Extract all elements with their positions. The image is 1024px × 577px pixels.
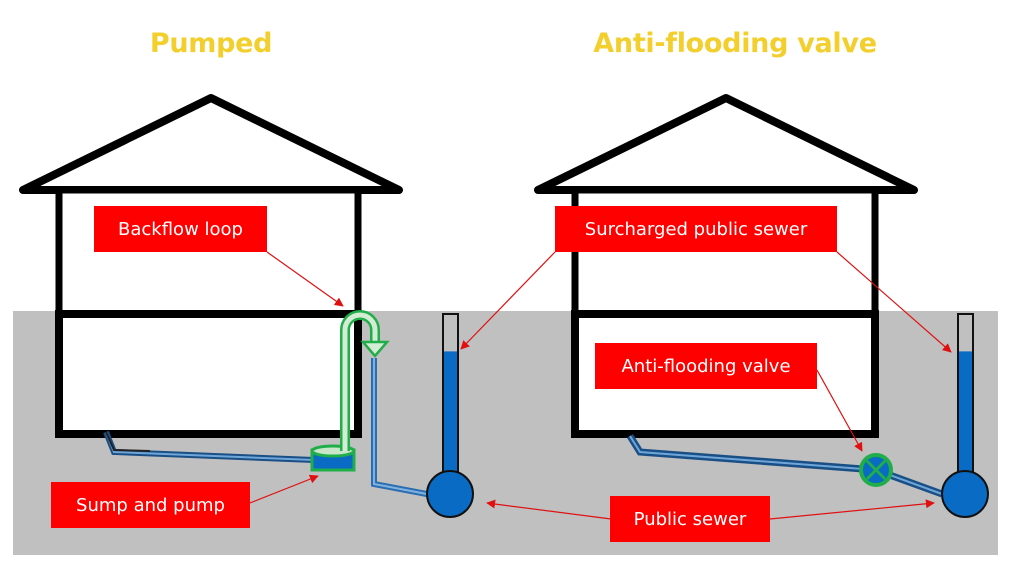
pumped-house-basement bbox=[55, 310, 362, 438]
arrow-sump-and-pump bbox=[249, 474, 319, 504]
arrow-public-sewer-left bbox=[486, 499, 612, 520]
label-surcharged-public-sewer: Surcharged public sewer bbox=[555, 206, 837, 252]
sewer-water-level-right bbox=[959, 351, 972, 484]
arrow-anti-flooding-valve bbox=[816, 369, 863, 452]
backflow-loop-pipe bbox=[340, 310, 390, 451]
label-backflow-loop: Backflow loop bbox=[94, 206, 267, 252]
arrow-public-sewer-right bbox=[769, 499, 935, 520]
pumped-house-roof bbox=[19, 94, 403, 194]
pumped-drain-pipe bbox=[103, 430, 315, 463]
anti-flooding-house-roof bbox=[534, 94, 918, 194]
sewer-main-left bbox=[426, 470, 474, 518]
label-anti-flooding-valve: Anti-flooding valve bbox=[595, 343, 817, 389]
anti-flooding-drain-pipe bbox=[627, 434, 944, 498]
panel-title-pumped: Pumped bbox=[149, 28, 273, 59]
anti-flooding-valve bbox=[859, 453, 893, 487]
panel-title-anti-flooding: Anti-flooding valve bbox=[593, 28, 877, 59]
pumped-outflow-pipe bbox=[371, 358, 433, 498]
sewer-main-right bbox=[941, 470, 989, 518]
anti-flooding-public-sewer bbox=[941, 313, 989, 518]
arrow-surcharged-left bbox=[460, 251, 556, 350]
anti-flooding-house bbox=[534, 94, 918, 438]
pumped-public-sewer bbox=[426, 313, 474, 518]
label-sump-and-pump: Sump and pump bbox=[51, 482, 250, 528]
arrow-surcharged-right bbox=[836, 251, 952, 353]
callout-arrows bbox=[249, 251, 952, 520]
arrow-backflow-loop bbox=[266, 251, 344, 307]
loop-flow-arrow-icon bbox=[360, 340, 390, 358]
label-public-sewer: Public sewer bbox=[610, 496, 770, 542]
sewer-water-level-left bbox=[444, 351, 457, 484]
